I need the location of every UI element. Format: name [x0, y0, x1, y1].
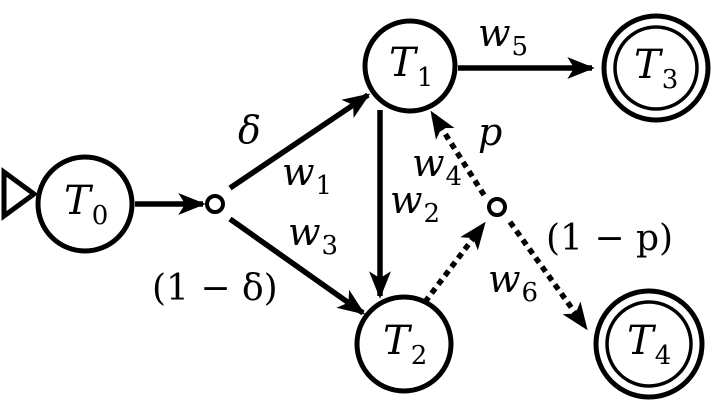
label-w3: w3: [288, 210, 338, 261]
label-one-minus-delta: (1 − δ): [152, 268, 278, 309]
node-t3-accepting: T3: [601, 13, 711, 123]
start-marker: [1, 167, 39, 221]
label-w5: w5: [478, 11, 528, 62]
edge-junction2-t1: [429, 110, 487, 197]
svg-text:T2: T2: [383, 318, 427, 371]
svg-text:T4: T4: [627, 318, 671, 371]
node-t2: T2: [354, 294, 454, 394]
label-w4: w4: [412, 141, 462, 192]
edge-junction-t2: [228, 216, 366, 316]
svg-text:T1: T1: [389, 40, 433, 93]
label-w6: w6: [488, 257, 538, 308]
edge-junction-t1: [228, 92, 371, 191]
svg-text:T3: T3: [634, 42, 678, 95]
edge-t2-junction2: [422, 221, 487, 304]
label-one-minus-p: (1 − p): [546, 218, 673, 259]
label-p: p: [478, 110, 502, 154]
node-t4-accepting: T4: [593, 288, 705, 400]
label-w2: w2: [390, 178, 440, 229]
label-w1: w1: [282, 150, 332, 201]
junction-point-2: [487, 197, 507, 217]
label-delta: δ: [238, 108, 261, 152]
svg-text:T0: T0: [64, 178, 108, 231]
node-t0: T0: [35, 154, 135, 254]
node-t1: T1: [362, 18, 458, 114]
junction-point-1: [205, 194, 225, 214]
